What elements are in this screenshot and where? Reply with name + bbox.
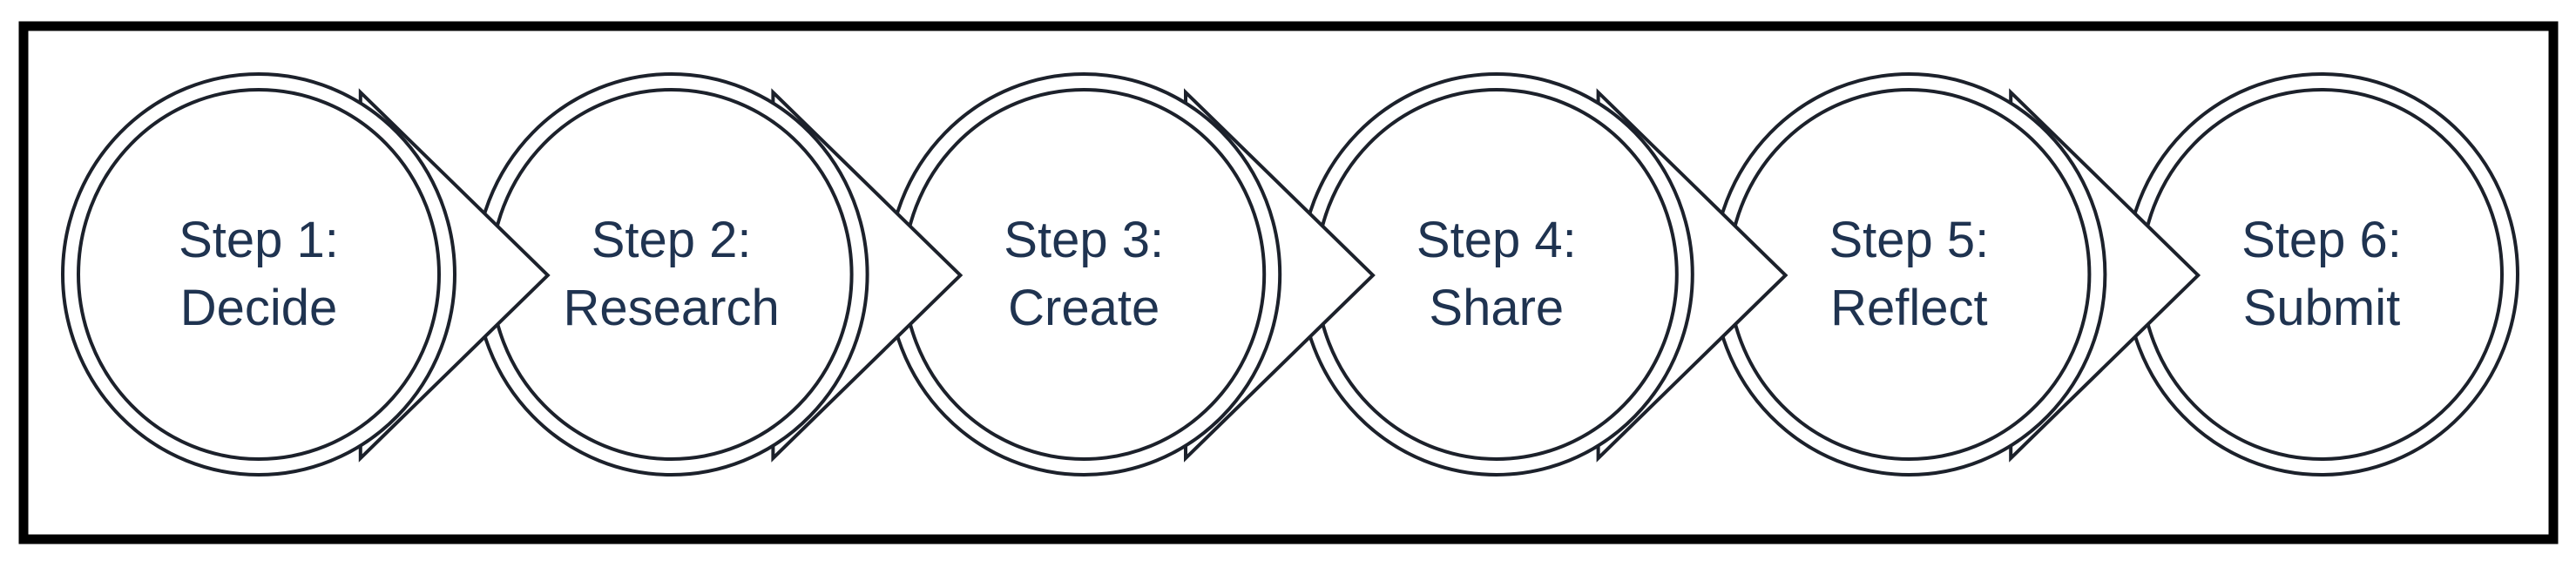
step-1-label-line2: Decide xyxy=(179,280,338,336)
step-3-label-line1: Step 3: xyxy=(1004,212,1165,268)
step-2-label: Step 2: Research xyxy=(480,206,863,342)
step-6-label: Step 6: Submit xyxy=(2130,206,2513,342)
step-1-label-line1: Step 1: xyxy=(179,212,339,268)
step-4-label-line2: Share xyxy=(1429,280,1565,336)
step-1-circle xyxy=(61,72,456,477)
step-4-label: Step 4: Share xyxy=(1305,206,1688,342)
step-1-label: Step 1: Decide xyxy=(67,206,450,342)
step-6-label-line1: Step 6: xyxy=(2241,212,2402,268)
step-3-label-line2: Create xyxy=(1008,280,1160,336)
step-2-label-line2: Research xyxy=(563,280,780,336)
step-4-circle xyxy=(1298,72,1694,477)
step-1-inner-ring xyxy=(77,88,441,461)
step-2-circle xyxy=(473,72,869,477)
step-2-label-line1: Step 2: xyxy=(591,212,752,268)
step-3-label: Step 3: Create xyxy=(892,206,1275,342)
step-4-label-line1: Step 4: xyxy=(1416,212,1577,268)
step-5-label-line1: Step 5: xyxy=(1829,212,1990,268)
step-5-label-line2: Reflect xyxy=(1830,280,1988,336)
step-6-circle xyxy=(2124,72,2519,477)
step-6-label-line2: Submit xyxy=(2242,280,2401,336)
diagram-border xyxy=(18,21,2559,544)
step-3-circle xyxy=(886,72,1282,477)
step-5-label: Step 5: Reflect xyxy=(1717,206,2100,342)
